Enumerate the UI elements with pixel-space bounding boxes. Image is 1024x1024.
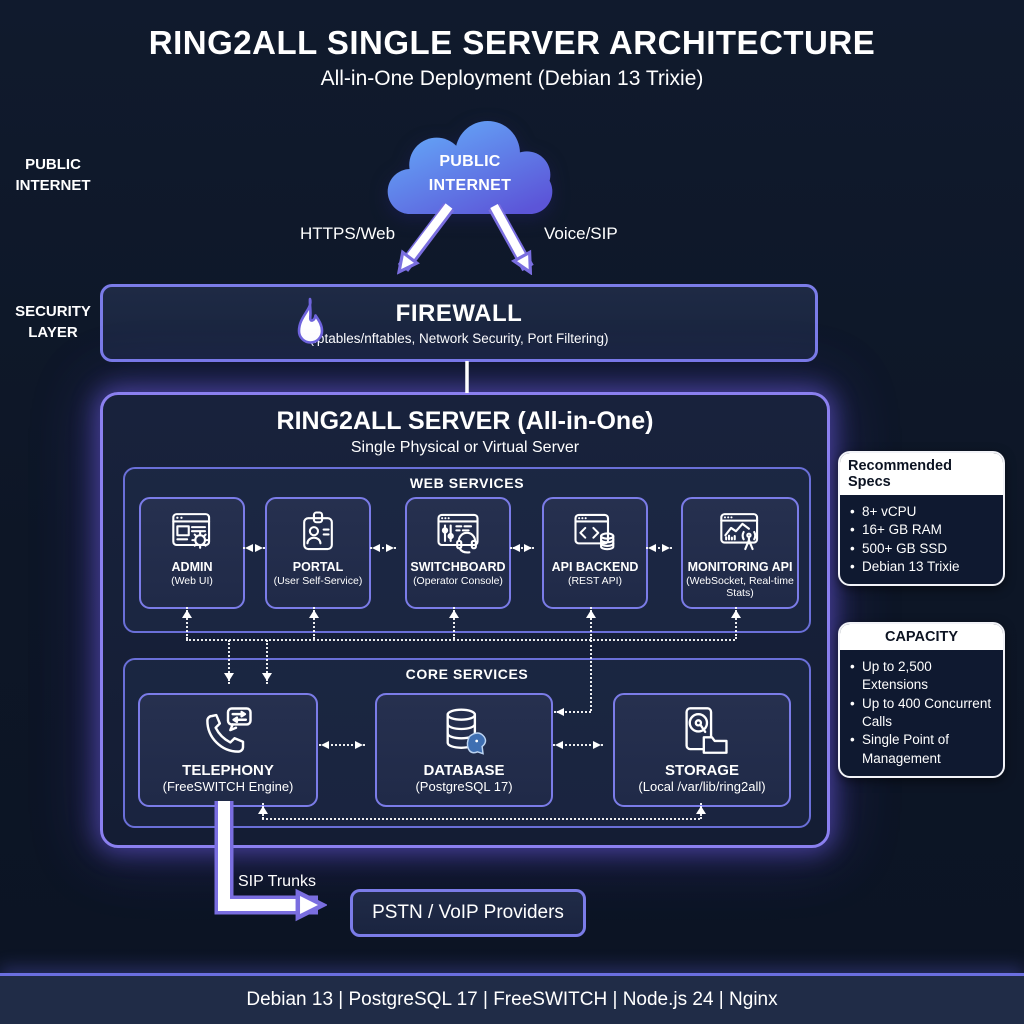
card-subtitle: (WebSocket, Real-time Stats) bbox=[686, 575, 794, 600]
cloud-label: PUBLIC INTERNET bbox=[428, 153, 512, 194]
pstn-voip-label: PSTN / VoIP Providers bbox=[372, 902, 564, 923]
capacity-panel: CAPACITY Up to 2,500 Extensions Up to 40… bbox=[838, 622, 1005, 779]
link-portal-switchboard bbox=[370, 543, 396, 552]
tech-stack-footer: Debian 13 | PostgreSQL 17 | FreeSWITCH |… bbox=[0, 973, 1024, 1024]
flame-icon bbox=[297, 297, 324, 344]
link-bottom-storage bbox=[696, 803, 706, 819]
spec-item: Debian 13 Trixie bbox=[850, 558, 995, 577]
card-title: DATABASE bbox=[423, 762, 505, 779]
security-layer-side-label: SECURITY LAYER bbox=[15, 303, 91, 341]
card-title: ADMIN bbox=[171, 560, 213, 574]
card-subtitle: (Local /var/lib/ring2all) bbox=[638, 779, 766, 794]
storage-card: STORAGE (Local /var/lib/ring2all) bbox=[613, 693, 791, 807]
pstn-voip-box: PSTN / VoIP Providers bbox=[350, 889, 586, 937]
core-services-section: CORE SERVICES TELEPHONY (FreeSWITCH Engi… bbox=[123, 658, 811, 828]
page-title: RING2ALL SINGLE SERVER ARCHITECTURE bbox=[148, 24, 876, 61]
link-switchboard-api bbox=[510, 543, 534, 552]
voice-sip-label: Voice/SIP bbox=[544, 224, 618, 243]
database-postgres-icon bbox=[446, 708, 487, 755]
web-core-bus bbox=[186, 639, 735, 641]
link-api-database-arrow bbox=[554, 707, 591, 716]
card-title: STORAGE bbox=[665, 762, 739, 779]
capacity-item: Single Point of Management bbox=[850, 731, 995, 768]
server-box: RING2ALL SERVER (All-in-One) Single Phys… bbox=[100, 392, 830, 848]
database-card: DATABASE (PostgreSQL 17) bbox=[375, 693, 553, 807]
capacity-item: Up to 2,500 Extensions bbox=[850, 658, 995, 695]
mixer-headset-icon bbox=[437, 513, 479, 554]
card-subtitle: (Operator Console) bbox=[413, 575, 503, 587]
chart-antenna-icon bbox=[720, 513, 759, 551]
sip-trunks-label: SIP Trunks bbox=[238, 873, 316, 890]
tech-stack-text: Debian 13 | PostgreSQL 17 | FreeSWITCH |… bbox=[246, 989, 778, 1010]
web-services-section: WEB SERVICES bbox=[123, 467, 811, 633]
monitoring-api-card: MONITORING API (WebSocket, Real-time Sta… bbox=[681, 497, 799, 609]
link-api-database-drop bbox=[590, 640, 592, 711]
link-bottom-telephony bbox=[258, 803, 268, 819]
link-api-bus bbox=[586, 607, 596, 639]
spec-item: 8+ vCPU bbox=[850, 503, 995, 522]
web-services-label: WEB SERVICES bbox=[409, 475, 525, 491]
capacity-title: CAPACITY bbox=[840, 624, 1003, 650]
link-bus-telephony-1 bbox=[224, 640, 234, 684]
link-bus-telephony-2 bbox=[262, 640, 272, 684]
link-admin-portal bbox=[243, 543, 265, 552]
capacity-list: Up to 2,500 Extensions Up to 400 Concurr… bbox=[840, 650, 1003, 776]
card-subtitle: (PostgreSQL 17) bbox=[415, 779, 513, 794]
code-database-icon bbox=[574, 513, 615, 551]
card-title: PORTAL bbox=[292, 560, 344, 574]
card-title: MONITORING API bbox=[687, 560, 793, 574]
hdd-folder-icon bbox=[685, 707, 728, 754]
firewall-title: FIREWALL bbox=[395, 300, 523, 327]
recommended-specs-panel: Recommended Specs 8+ vCPU 16+ GB RAM 500… bbox=[838, 451, 1005, 587]
api-backend-card: API BACKEND (REST API) bbox=[542, 497, 648, 609]
card-title: API BACKEND bbox=[551, 560, 639, 574]
spec-item: 500+ GB SSD bbox=[850, 540, 995, 559]
admin-browser-gear-icon bbox=[172, 513, 211, 549]
card-subtitle: (REST API) bbox=[567, 575, 623, 587]
core-services-label: CORE SERVICES bbox=[405, 666, 529, 682]
portal-card: PORTAL (User Self-Service) bbox=[265, 497, 371, 609]
phone-chat-icon bbox=[206, 707, 252, 753]
firewall-box: FIREWALL (iptables/nftables, Network Sec… bbox=[100, 284, 818, 362]
link-admin-bus bbox=[182, 607, 192, 639]
id-badge-icon bbox=[303, 511, 333, 551]
card-title: SWITCHBOARD bbox=[410, 560, 506, 574]
https-web-label: HTTPS/Web bbox=[300, 224, 396, 243]
link-portal-bus bbox=[309, 607, 319, 639]
link-monitoring-bus bbox=[731, 607, 741, 639]
recommended-specs-title: Recommended Specs bbox=[840, 453, 1003, 495]
link-database-storage bbox=[553, 740, 603, 749]
capacity-item: Up to 400 Concurrent Calls bbox=[850, 695, 995, 732]
link-switchboard-bus bbox=[449, 607, 459, 639]
firewall-subtitle: (iptables/nftables, Network Security, Po… bbox=[309, 331, 609, 346]
telephony-card: TELEPHONY (FreeSWITCH Engine) bbox=[138, 693, 318, 807]
card-title: TELEPHONY bbox=[182, 762, 274, 779]
card-subtitle: (Web UI) bbox=[171, 575, 213, 587]
cloud-icon bbox=[387, 120, 553, 215]
link-api-monitoring bbox=[646, 543, 672, 552]
telephony-storage-bus bbox=[262, 818, 700, 820]
card-subtitle: (FreeSWITCH Engine) bbox=[162, 779, 294, 794]
server-title: RING2ALL SERVER (All-in-One) bbox=[276, 407, 654, 435]
server-subtitle: Single Physical or Virtual Server bbox=[350, 439, 580, 456]
card-subtitle: (User Self-Service) bbox=[273, 575, 363, 587]
recommended-specs-list: 8+ vCPU 16+ GB RAM 500+ GB SSD Debian 13… bbox=[840, 495, 1003, 584]
spec-item: 16+ GB RAM bbox=[850, 521, 995, 540]
page-subtitle: All-in-One Deployment (Debian 13 Trixie) bbox=[320, 67, 704, 90]
link-telephony-database bbox=[319, 740, 365, 749]
admin-card: ADMIN (Web UI) bbox=[139, 497, 245, 609]
public-internet-side-label: PUBLIC INTERNET bbox=[15, 156, 91, 194]
switchboard-card: SWITCHBOARD (Operator Console) bbox=[405, 497, 511, 609]
